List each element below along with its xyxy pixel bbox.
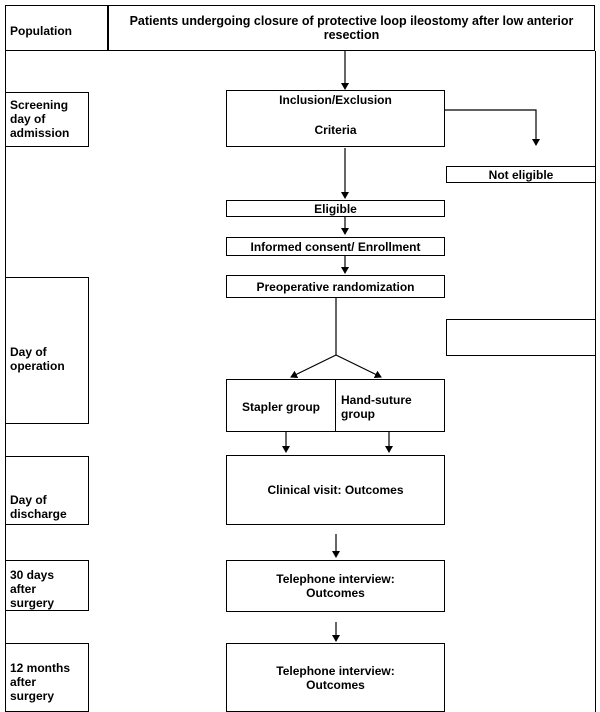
stage-box-population <box>5 5 89 51</box>
groups-divider <box>335 379 336 432</box>
criteria-line1: Inclusion/Exclusion <box>279 93 392 107</box>
stapler-group-label: Stapler group <box>241 400 320 414</box>
randomization-box: Preoperative randomization <box>226 275 445 298</box>
label-column-divider <box>88 5 108 51</box>
stage-label-population: Population <box>10 24 72 38</box>
arrow-branch-to-stapler <box>290 354 337 378</box>
criteria-line2: Criteria <box>314 123 357 137</box>
telephone-30-box: Telephone interview: Outcomes <box>226 560 445 612</box>
stage-label-thirty-days: 30 days after surgery <box>10 568 55 610</box>
not-eligible-box: Not eligible <box>446 166 596 183</box>
stage-box-screening <box>5 92 89 147</box>
population-box: Patients undergoing closure of protectiv… <box>108 5 595 51</box>
stage-label-twelve-months: 12 months after surgery <box>10 661 71 703</box>
stage-label-screening: Screening day of admission <box>10 98 70 140</box>
criteria-box <box>226 90 445 147</box>
empty-side-box <box>446 319 596 356</box>
arrow-criteria-to-not-eligible <box>445 109 540 146</box>
left-guide-line <box>5 51 6 712</box>
eligible-box: Eligible <box>226 200 445 217</box>
telephone-12-box: Telephone interview: Outcomes <box>226 643 445 712</box>
consent-box: Informed consent/ Enrollment <box>226 237 445 256</box>
stage-label-discharge: Day of discharge <box>10 493 67 521</box>
right-guide-line <box>595 51 596 712</box>
stage-label-operation: Day of operation <box>10 345 65 373</box>
hand-suture-group-label: Hand-suture group <box>341 393 412 421</box>
arrow-branch-to-hand-suture <box>335 354 382 378</box>
clinical-visit-box: Clinical visit: Outcomes <box>226 455 445 525</box>
stage-box-discharge <box>5 456 89 525</box>
